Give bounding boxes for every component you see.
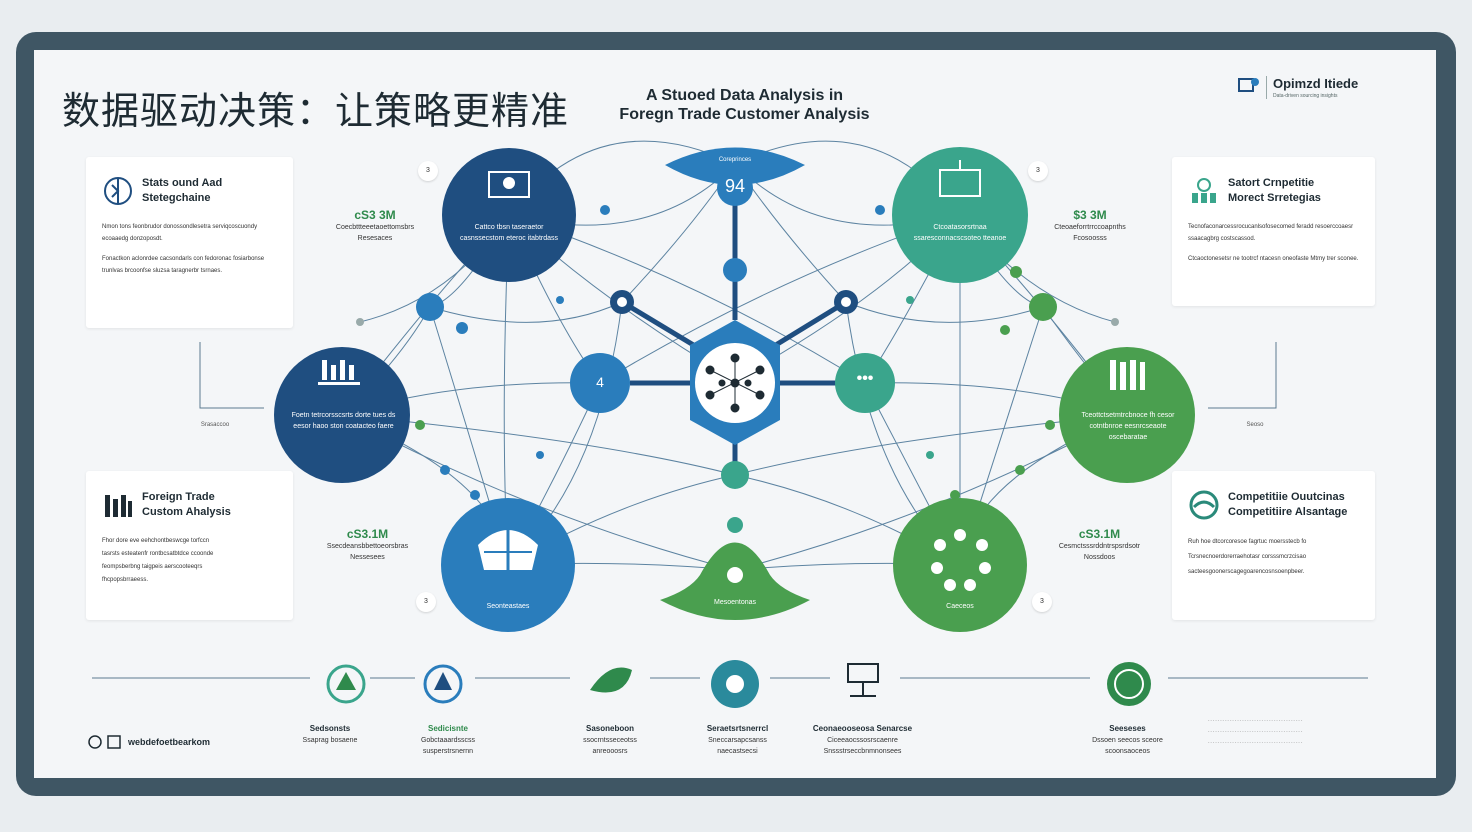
presentation-icon (488, 171, 530, 198)
node-top-right (892, 147, 1028, 283)
top-center-value: 94 (724, 176, 746, 196)
amount-top-right: $3 3M Cteoaeforrtrrccoapnths Fcosoosss (1054, 208, 1126, 242)
amount-bottom-right: cS3.1M Cesmctsssrddntrspsrdsotr Nossdoos (1058, 527, 1141, 561)
node-bottom-right-text: Caeceos (946, 603, 974, 610)
footer-brand: webdefoetbearkom (88, 735, 210, 749)
step-number: 3 (1028, 161, 1048, 181)
top-center-node (665, 147, 805, 185)
bar-chart-icon (318, 360, 360, 385)
side-caption-left: Srasaccoo (200, 422, 230, 428)
step-number: 3 (1032, 592, 1052, 612)
window-ticks (1098, 32, 1148, 48)
people-icon (105, 495, 132, 517)
side-brackets (199, 342, 1277, 409)
logo-icon (1238, 78, 1259, 92)
node-bottom-left-text: Seonteastaes (486, 603, 530, 610)
mid-right-dots: ••• (856, 370, 874, 387)
network-icon (705, 353, 765, 413)
footer-notes: - - - - - - - - - - - - - - - - - - - - … (1208, 717, 1303, 744)
building-icon (1110, 360, 1145, 390)
trade-ship-icon (478, 530, 538, 572)
handshake-icon (727, 567, 743, 583)
small-nodes (356, 205, 1119, 533)
node-bottom-right (893, 498, 1027, 632)
timeline-icons (326, 660, 1151, 708)
web-icon (88, 735, 121, 749)
side-caption-right: Seoso (1246, 422, 1264, 428)
node-top-left (442, 148, 576, 282)
top-center-knob (717, 170, 753, 206)
node-right-text: Tceottctsetmtrcbnoce fh cesor cotntbnroe… (1081, 412, 1175, 441)
top-bar (34, 34, 1080, 48)
amount-bottom-left: cS3.1M Ssecdeansbbettoeorsbras Nessesees (326, 527, 409, 561)
mid-left-value: 4 (596, 374, 604, 390)
amount-top-left: cS3 3M Coecbttteeetaoettomsbrs Resesaces (335, 208, 415, 242)
node-top-left-text: Cattco tbsn taseraetor casnssecstom eter… (459, 224, 559, 242)
node-left-text: Foetn tetrcorsscsrts dorte tues ds eesor… (291, 412, 396, 430)
node-right (1059, 347, 1195, 483)
page-subtitle: A Stuoed Data Analysis in Foregn Trade C… (619, 87, 870, 123)
node-bottom-center-text: Mesoentonas (713, 599, 757, 606)
step-number: 3 (418, 161, 438, 181)
node-top-right-text: Ctcoatasorsrtnaa ssaresconnacscsoteo tte… (913, 224, 1007, 242)
gauge-icon (104, 177, 132, 205)
team-icon (1192, 178, 1216, 203)
page-title: 数据驱动决策：让策略更精准 (62, 89, 570, 133)
dashboard-icon (939, 160, 981, 197)
cycle-icon (931, 529, 991, 591)
node-left (274, 347, 410, 483)
step-number: 3 (416, 592, 436, 612)
globe-icon (1189, 490, 1219, 520)
top-center-label: Coreprinces (718, 157, 752, 163)
